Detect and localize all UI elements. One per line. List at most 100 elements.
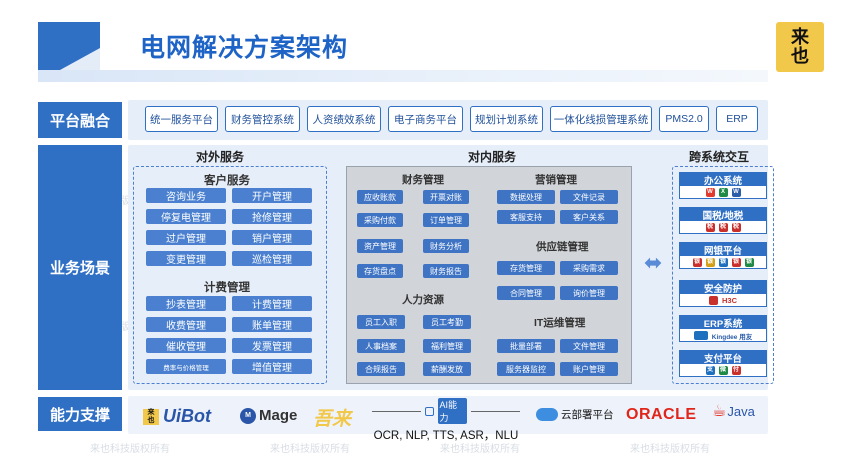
mage-icon: M <box>240 407 256 424</box>
watermark: 来也科技版权所有 <box>90 444 170 455</box>
platform-item[interactable]: 规划计划系统 <box>470 106 543 132</box>
ai-capability-block: AI能力 OCR, NLP, TTS, ASR，NLU <box>372 398 520 443</box>
wechat-pay-icon: 微 <box>718 366 728 375</box>
finance-item[interactable]: 财务分析 <box>423 239 469 253</box>
cross-system-security[interactable]: 安全防护 H3C <box>679 280 767 307</box>
finance-item[interactable]: 财务报告 <box>423 264 469 278</box>
cross-system-payment[interactable]: 支付平台 支 微 付 <box>679 350 767 377</box>
ai-capability-label: AI能力 <box>437 398 468 424</box>
finance-item[interactable]: 存货盘点 <box>357 264 403 278</box>
marketing-item[interactable]: 数据处理 <box>497 190 555 204</box>
wulai-logo: 吾来 <box>313 409 352 430</box>
hr-item[interactable]: 合规报告 <box>357 362 405 376</box>
it-ops-item[interactable]: 文件管理 <box>560 339 618 353</box>
laiye-mini-logo: 来也 <box>143 408 159 425</box>
finance-item[interactable]: 应收账款 <box>357 190 403 204</box>
row-label-business: 业务场景 <box>38 145 122 390</box>
finance-item[interactable]: 开票对账 <box>423 190 469 204</box>
kingdee-yonyou-logo: Kingdee 用友 <box>711 333 753 341</box>
row-label-capability: 能力支撑 <box>38 397 122 431</box>
robot-icon <box>424 406 434 416</box>
billing-item[interactable]: 发票管理 <box>232 338 312 353</box>
hr-item[interactable]: 员工入职 <box>357 315 405 329</box>
tax-icon: 税 <box>718 223 728 232</box>
platform-item[interactable]: 电子商务平台 <box>388 106 463 132</box>
finance-title: 财务管理 <box>402 174 444 186</box>
ai-divider-right <box>471 410 520 412</box>
customer-service-item[interactable]: 变更管理 <box>146 251 226 266</box>
cross-system-office[interactable]: 办公系统 W X W <box>679 172 767 199</box>
billing-item[interactable]: 账单管理 <box>232 317 312 332</box>
ai-divider-left <box>372 410 421 412</box>
billing-item[interactable]: 收费管理 <box>146 317 226 332</box>
marketing-item[interactable]: 文件记录 <box>560 190 618 204</box>
hr-title: 人力资源 <box>402 294 444 306</box>
platform-item[interactable]: 财务管控系统 <box>225 106 300 132</box>
row-label-platform: 平台融合 <box>38 102 122 138</box>
it-ops-title: IT运维管理 <box>534 317 586 329</box>
marketing-item[interactable]: 客服支持 <box>497 210 555 224</box>
bank-icon: 银 <box>744 258 754 267</box>
cross-system-erp[interactable]: ERP系统 Kingdee 用友 <box>679 315 767 342</box>
customer-service-item[interactable]: 抢修管理 <box>232 209 312 224</box>
marketing-item[interactable]: 客户关系 <box>560 210 618 224</box>
supply-chain-item[interactable]: 存货管理 <box>497 261 555 275</box>
platform-item[interactable]: 一体化线损管理系统 <box>550 106 652 132</box>
java-cup-icon: ☕ <box>712 403 727 420</box>
hr-item[interactable]: 福利管理 <box>423 339 471 353</box>
customer-service-item[interactable]: 销户管理 <box>232 230 312 245</box>
billing-item[interactable]: 计费管理 <box>232 296 312 311</box>
platform-item[interactable]: 统一服务平台 <box>145 106 218 132</box>
cloud-deploy-block: 云部署平台 <box>536 407 614 422</box>
unionpay-icon: 付 <box>731 366 741 375</box>
billing-item[interactable]: 抄表管理 <box>146 296 226 311</box>
watermark: 来也科技版权所有 <box>630 444 710 455</box>
customer-service-item[interactable]: 巡检管理 <box>232 251 312 266</box>
billing-item[interactable]: 增值管理 <box>232 359 312 374</box>
bank-icon: 银 <box>718 258 728 267</box>
customer-service-title: 客户服务 <box>204 175 250 187</box>
cross-system-tax[interactable]: 国税/地税 税 税 税 <box>679 207 767 234</box>
it-ops-item[interactable]: 批量部署 <box>497 339 555 353</box>
tax-icon: 税 <box>731 223 741 232</box>
uibot-logo: 来也 UiBot <box>143 406 211 427</box>
supply-chain-item[interactable]: 合同管理 <box>497 286 555 300</box>
watermark: 来也科技版权所有 <box>440 444 520 455</box>
finance-item[interactable]: 采购付款 <box>357 213 403 227</box>
platform-item[interactable]: ERP <box>716 106 758 132</box>
billing-item[interactable]: 费率与价格管理 <box>146 359 226 374</box>
laiye-logo: 来 也 <box>776 22 824 72</box>
cloud-icon <box>536 408 558 421</box>
page-title: 电网解决方案架构 <box>140 34 349 62</box>
customer-service-item[interactable]: 咨询业务 <box>146 188 226 203</box>
excel-icon: X <box>718 188 728 197</box>
hr-item[interactable]: 人事档案 <box>357 339 405 353</box>
supply-chain-item[interactable]: 采购需求 <box>560 261 618 275</box>
bidirectional-arrow-icon: ⬌ <box>644 250 663 275</box>
finance-item[interactable]: 资产管理 <box>357 239 403 253</box>
huawei-icon <box>708 296 718 305</box>
alipay-icon: 支 <box>705 366 715 375</box>
mage-logo: M Mage <box>240 407 297 424</box>
ai-capability-list: OCR, NLP, TTS, ASR，NLU <box>373 430 519 442</box>
supply-chain-item[interactable]: 询价管理 <box>560 286 618 300</box>
hr-item[interactable]: 员工考勤 <box>423 315 471 329</box>
bank-icon: 银 <box>705 258 715 267</box>
billing-item[interactable]: 催收管理 <box>146 338 226 353</box>
customer-service-item[interactable]: 开户管理 <box>232 188 312 203</box>
customer-service-item[interactable]: 过户管理 <box>146 230 226 245</box>
platform-item[interactable]: PMS2.0 <box>659 106 709 132</box>
it-ops-item[interactable]: 服务器监控 <box>497 362 555 376</box>
finance-item[interactable]: 订单管理 <box>423 213 469 227</box>
platform-item[interactable]: 人资绩效系统 <box>307 106 381 132</box>
cross-system-bank[interactable]: 网银平台 银 银 银 银 银 <box>679 242 767 269</box>
header-accent-triangle <box>60 48 100 70</box>
hr-item[interactable]: 薪酬发放 <box>423 362 471 376</box>
bank-icon: 银 <box>692 258 702 267</box>
sap-icon <box>693 331 708 340</box>
external-services-title: 对外服务 <box>196 150 245 164</box>
customer-service-item[interactable]: 停复电管理 <box>146 209 226 224</box>
it-ops-item[interactable]: 账户管理 <box>560 362 618 376</box>
billing-title: 计费管理 <box>204 282 250 294</box>
